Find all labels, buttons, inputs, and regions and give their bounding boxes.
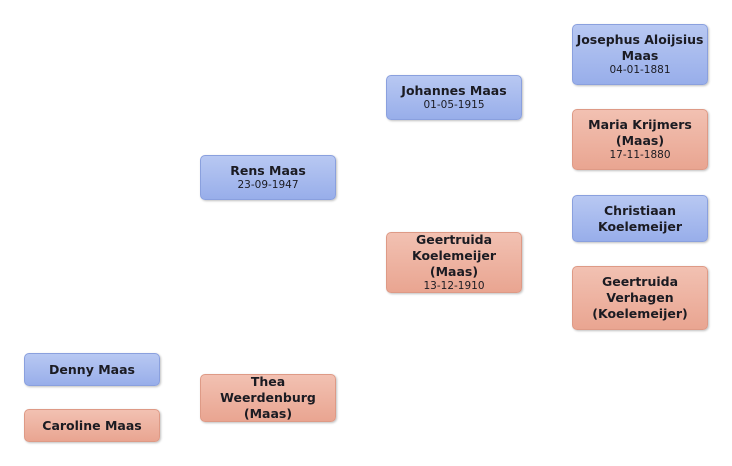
- person-card-denny-maas[interactable]: Denny Maas: [24, 353, 160, 386]
- person-card-rens-maas[interactable]: Rens Maas 23-09-1947: [200, 155, 336, 200]
- person-card-maria-krijmers[interactable]: Maria Krijmers (Maas) 17-11-1880: [572, 109, 708, 170]
- person-name: Johannes Maas: [401, 83, 507, 98]
- person-card-geertruida-verhagen[interactable]: Geertruida Verhagen (Koelemeijer): [572, 266, 708, 330]
- person-name-line: (Maas): [615, 133, 665, 148]
- person-name-line: (Koelemeijer): [592, 306, 688, 321]
- person-name-line: Koelemeijer (Maas): [411, 248, 496, 279]
- person-date: 13-12-1910: [423, 280, 485, 292]
- person-card-christiaan-koelemeijer[interactable]: Christiaan Koelemeijer: [572, 195, 708, 242]
- person-card-caroline-maas[interactable]: Caroline Maas: [24, 409, 160, 442]
- person-name-line: Christiaan: [604, 202, 676, 218]
- person-card-johannes-maas[interactable]: Johannes Maas 01-05-1915: [386, 75, 522, 120]
- person-card-geertruida-koelemeijer[interactable]: Geertruida Koelemeijer (Maas) 13-12-1910: [386, 232, 522, 293]
- person-name: Denny Maas: [49, 361, 135, 377]
- person-card-josephus-aloijsius-maas[interactable]: Josephus Aloijsius Maas 04-01-1881: [572, 24, 708, 85]
- person-card-thea-weerdenburg[interactable]: Thea Weerdenburg (Maas): [200, 374, 336, 422]
- person-name: Caroline Maas: [42, 417, 142, 433]
- person-date: 23-09-1947: [237, 179, 299, 191]
- person-name-line: Josephus Aloijsius: [576, 32, 704, 47]
- person-name: Rens Maas: [230, 163, 306, 178]
- person-name-line: Koelemeijer: [597, 218, 682, 234]
- person-date: 01-05-1915: [423, 99, 485, 111]
- person-date: 17-11-1880: [609, 149, 671, 161]
- person-name-line: Maas: [621, 48, 659, 63]
- person-date: 04-01-1881: [609, 64, 671, 76]
- person-name-line: Maria Krijmers: [588, 117, 692, 132]
- person-name-line: (Maas): [243, 406, 293, 421]
- person-name-line: Verhagen: [606, 290, 674, 305]
- person-name-line: Thea Weerdenburg: [220, 374, 316, 405]
- person-name-line: Geertruida: [415, 232, 493, 247]
- person-name-line: Geertruida: [601, 274, 679, 289]
